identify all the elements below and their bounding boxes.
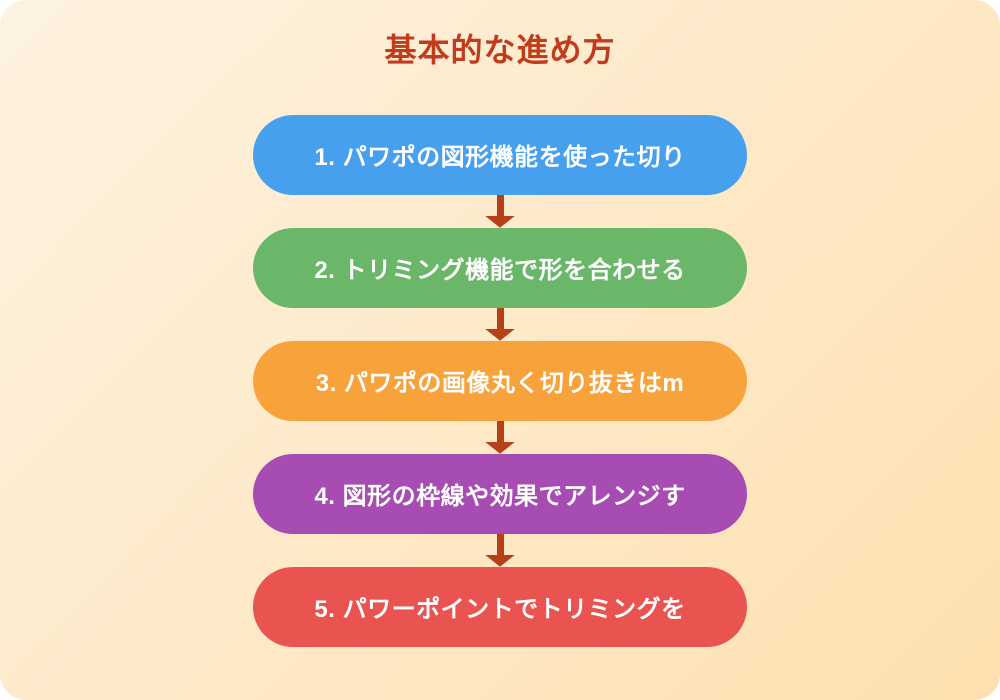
arrow-head: [485, 441, 515, 454]
arrow-stem: [496, 420, 504, 442]
process-flow: 1. パワポの図形機能を使った切り 2. トリミング機能で形を合わせる 3. パ…: [253, 114, 747, 647]
down-arrow-icon: [485, 194, 515, 228]
step-1-label: 1. パワポの図形機能を使った切り: [314, 144, 686, 172]
arrow-stem: [496, 533, 504, 555]
arrow-head: [485, 215, 515, 228]
step-3-label: 3. パワポの画像丸く切り抜きはm: [315, 370, 685, 398]
arrow-head: [485, 554, 515, 567]
step-4-label: 4. 図形の枠線や効果でアレンジす: [314, 483, 686, 511]
step-5-pill: 5. パワーポイントでトリミングを: [253, 566, 747, 647]
arrow-stem: [496, 194, 504, 216]
down-arrow-icon: [485, 307, 515, 341]
step-2-label: 2. トリミング機能で形を合わせる: [314, 257, 686, 285]
page-title: 基本的な進め方: [384, 32, 616, 68]
step-3-pill: 3. パワポの画像丸く切り抜きはm: [253, 340, 747, 421]
arrow-stem: [496, 307, 504, 329]
step-5-label: 5. パワーポイントでトリミングを: [314, 596, 686, 624]
step-4-pill: 4. 図形の枠線や効果でアレンジす: [253, 453, 747, 534]
arrow-head: [485, 328, 515, 341]
step-1-pill: 1. パワポの図形機能を使った切り: [253, 114, 747, 195]
down-arrow-icon: [485, 533, 515, 567]
step-2-pill: 2. トリミング機能で形を合わせる: [253, 227, 747, 308]
down-arrow-icon: [485, 420, 515, 454]
